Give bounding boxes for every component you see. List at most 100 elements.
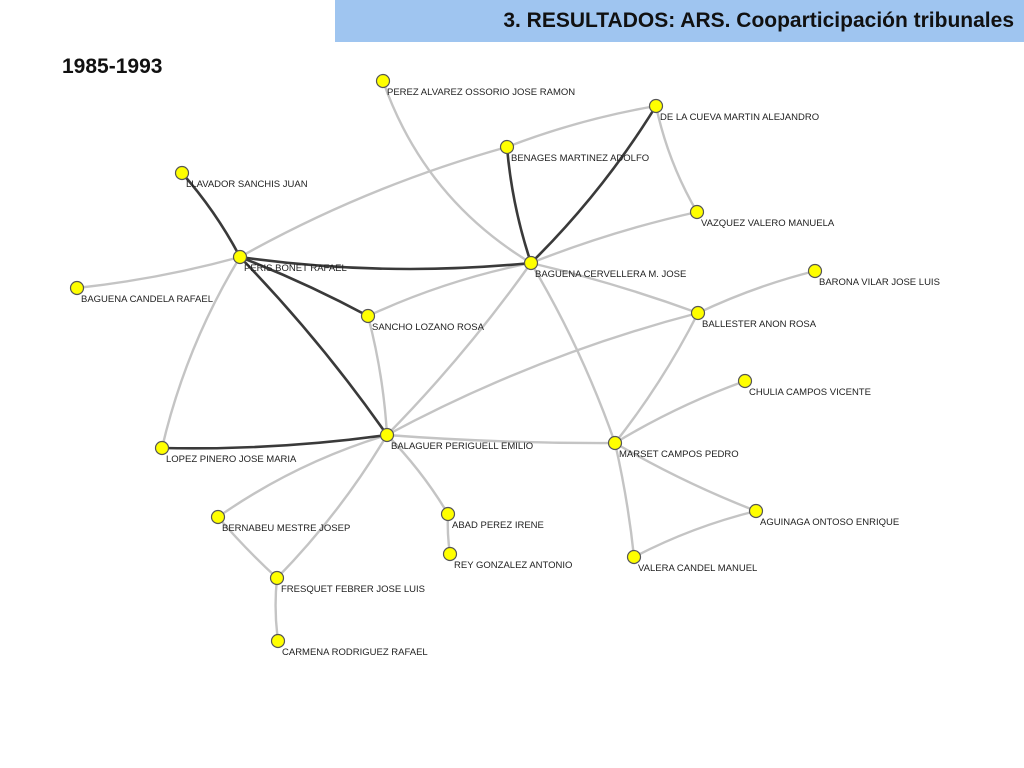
node-dot[interactable] — [748, 503, 764, 519]
node-dot[interactable] — [626, 549, 642, 565]
node-sancho[interactable]: SANCHO LOZANO ROSA — [360, 308, 485, 334]
node-dot[interactable] — [69, 280, 85, 296]
edge-perez_alvarez-baguena_cervellera — [381, 80, 532, 265]
node-dot[interactable] — [737, 373, 753, 389]
node-label: BERNABEU MESTRE JOSEP — [222, 523, 350, 534]
node-dot[interactable] — [607, 435, 623, 451]
node-marset[interactable]: MARSET CAMPOS PEDRO — [607, 435, 739, 461]
node-bernabeu[interactable]: BERNABEU MESTRE JOSEP — [210, 509, 351, 535]
node-dot[interactable] — [440, 506, 456, 522]
node-label: SANCHO LOZANO ROSA — [372, 322, 485, 333]
node-baguena_candela[interactable]: BAGUENA CANDELA RAFAEL — [69, 280, 214, 306]
edge-benages-baguena_cervellera — [505, 146, 533, 264]
node-label: BALAGUER PERIGUELL EMILIO — [391, 441, 533, 452]
node-benages[interactable]: BENAGES MARTINEZ ADOLFO — [499, 139, 650, 165]
node-dot[interactable] — [154, 440, 170, 456]
edge-ballester-marset — [614, 312, 700, 444]
node-dot[interactable] — [499, 139, 515, 155]
node-label: ABAD PEREZ IRENE — [452, 520, 544, 531]
edge-baguena_cervellera-balaguer — [386, 262, 532, 436]
node-dot[interactable] — [379, 427, 395, 443]
node-dot[interactable] — [690, 305, 706, 321]
node-label: BENAGES MARTINEZ ADOLFO — [511, 153, 649, 164]
node-dot[interactable] — [648, 98, 664, 114]
node-label: PERIS BONET RAFAEL — [244, 263, 347, 274]
node-barona[interactable]: BARONA VILAR JOSE LUIS — [807, 263, 940, 289]
edge-baguena_cervellera-sancho — [367, 261, 532, 318]
node-dot[interactable] — [375, 73, 391, 89]
node-label: BARONA VILAR JOSE LUIS — [819, 277, 940, 288]
node-dot[interactable] — [523, 255, 539, 271]
node-fresquet[interactable]: FRESQUET FEBRER JOSE LUIS — [269, 570, 425, 596]
node-perez_alvarez[interactable]: PEREZ ALVAREZ OSSORIO JOSE RAMON — [375, 73, 576, 99]
node-label: CARMENA RODRIGUEZ RAFAEL — [282, 647, 428, 658]
node-dot[interactable] — [689, 204, 705, 220]
node-label: FRESQUET FEBRER JOSE LUIS — [281, 584, 425, 595]
node-label: VAZQUEZ VALERO MANUELA — [701, 218, 835, 229]
node-dot[interactable] — [174, 165, 190, 181]
node-label: REY GONZALEZ ANTONIO — [454, 560, 572, 571]
node-chulia[interactable]: CHULIA CAMPOS VICENTE — [737, 373, 871, 399]
node-label: BAGUENA CANDELA RAFAEL — [81, 294, 213, 305]
edge-aguinaga-valera — [633, 509, 757, 559]
node-ballester[interactable]: BALLESTER ANON ROSA — [690, 305, 817, 331]
edge-bernabeu-fresquet — [217, 516, 278, 579]
period-label: 1985-1993 — [62, 55, 163, 78]
node-dot[interactable] — [807, 263, 823, 279]
edges-layer — [76, 80, 816, 642]
edge-balaguer-abad — [386, 434, 450, 515]
node-aguinaga[interactable]: AGUINAGA ONTOSO ENRIQUE — [748, 503, 900, 529]
node-valera[interactable]: VALERA CANDEL MANUEL — [626, 549, 758, 575]
node-lopez_pinero[interactable]: LOPEZ PINERO JOSE MARIA — [154, 440, 298, 466]
node-baguena_cervellera[interactable]: BAGUENA CERVELLERA M. JOSE — [523, 255, 687, 281]
edge-peris-lopez_pinero — [160, 256, 242, 449]
edge-baguena_candela-peris — [76, 255, 241, 290]
node-label: LOPEZ PINERO JOSE MARIA — [166, 454, 297, 465]
edge-balaguer-bernabeu — [217, 433, 388, 518]
edge-peris-sancho — [239, 255, 369, 318]
node-label: MARSET CAMPOS PEDRO — [619, 449, 739, 460]
node-peris[interactable]: PERIS BONET RAFAEL — [232, 249, 347, 275]
edge-baguena_cervellera-ballester — [530, 261, 699, 315]
edge-peris-baguena_cervellera — [239, 255, 532, 271]
edge-benages-peris — [239, 145, 508, 259]
node-dot[interactable] — [232, 249, 248, 265]
edge-marset-valera — [613, 442, 636, 558]
edge-peris-balaguer — [239, 256, 389, 436]
node-carmena[interactable]: CARMENA RODRIGUEZ RAFAEL — [270, 633, 428, 659]
slide-title: 3. RESULTADOS: ARS. Cooparticipación tri… — [503, 9, 1014, 32]
node-label: BALLESTER ANON ROSA — [702, 319, 817, 330]
edge-llavador-peris — [181, 172, 242, 258]
node-de_la_cueva[interactable]: DE LA CUEVA MARTIN ALEJANDRO — [648, 98, 820, 124]
node-abad[interactable]: ABAD PEREZ IRENE — [440, 506, 544, 532]
edge-balaguer-fresquet — [276, 434, 389, 579]
edge-balaguer-marset — [386, 433, 616, 445]
node-dot[interactable] — [270, 633, 286, 649]
node-label: VALERA CANDEL MANUEL — [638, 563, 757, 574]
node-label: BAGUENA CERVELLERA M. JOSE — [535, 269, 686, 280]
node-dot[interactable] — [210, 509, 226, 525]
node-label: LLAVADOR SANCHIS JUAN — [186, 179, 308, 190]
node-balaguer[interactable]: BALAGUER PERIGUELL EMILIO — [379, 427, 534, 453]
node-label: CHULIA CAMPOS VICENTE — [749, 387, 871, 398]
nodes-layer: PEREZ ALVAREZ OSSORIO JOSE RAMON DE LA CU… — [69, 73, 940, 659]
node-label: DE LA CUEVA MARTIN ALEJANDRO — [660, 112, 819, 123]
edge-de_la_cueva-baguena_cervellera — [530, 105, 658, 264]
title-bar: 3. RESULTADOS: ARS. Cooparticipación tri… — [335, 0, 1024, 42]
node-vazquez[interactable]: VAZQUEZ VALERO MANUELA — [689, 204, 835, 230]
node-dot[interactable] — [269, 570, 285, 586]
edge-lopez_pinero-balaguer — [161, 433, 388, 450]
node-dot[interactable] — [360, 308, 376, 324]
node-llavador[interactable]: LLAVADOR SANCHIS JUAN — [174, 165, 308, 191]
edge-fresquet-carmena — [274, 577, 280, 642]
edge-barona-ballester — [697, 269, 816, 315]
edge-benages-de_la_cueva — [506, 104, 657, 149]
edge-chulia-marset — [614, 379, 746, 445]
node-dot[interactable] — [442, 546, 458, 562]
edge-ballester-balaguer — [386, 311, 699, 437]
edge-sancho-balaguer — [366, 315, 389, 436]
node-label: AGUINAGA ONTOSO ENRIQUE — [760, 517, 899, 528]
edge-de_la_cueva-vazquez — [654, 105, 699, 213]
node-rey[interactable]: REY GONZALEZ ANTONIO — [442, 546, 573, 572]
